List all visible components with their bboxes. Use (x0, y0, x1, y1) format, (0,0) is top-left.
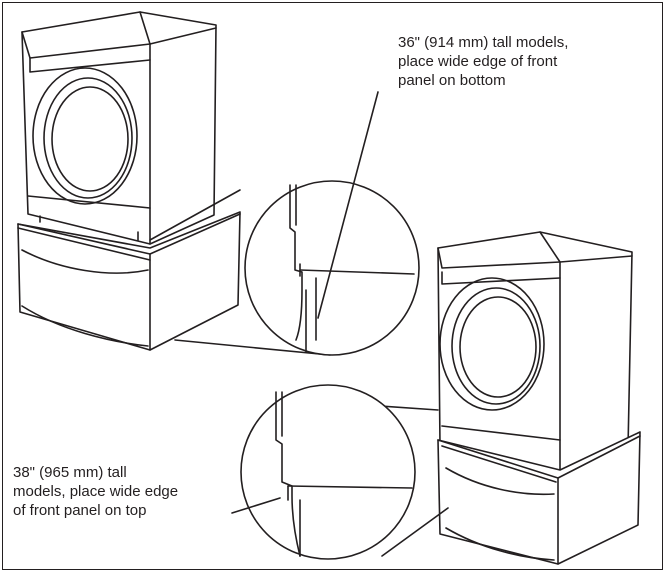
callout-bottom-line-1: 38" (965 mm) tall (13, 464, 127, 481)
callout-top-line-3: panel on bottom (398, 72, 506, 89)
pedestal-bottom-right (437, 431, 641, 565)
door-icon (32, 67, 138, 205)
callout-top-line-1: 36" (914 mm) tall models, (398, 34, 569, 51)
callout-pointer-top (317, 91, 379, 319)
appliance-bottom-right-illustration (437, 231, 641, 565)
callout-pointer-bottom (231, 497, 281, 514)
pedestal-top-left (17, 211, 241, 351)
callout-bottom-line-3: of front panel on top (13, 502, 147, 519)
callout-top-text: 36" (914 mm) tall models, place wide edg… (398, 33, 568, 90)
detail-circle-bottom (240, 384, 416, 560)
callout-bottom-line-2: models, place wide edge (13, 483, 179, 500)
appliance-top-left-illustration (17, 11, 241, 351)
callout-top-line-2: place wide edge of front (398, 53, 558, 70)
door-icon (439, 277, 545, 411)
callout-bottom-text: 38" (965 mm) tall models, place wide edg… (13, 463, 178, 520)
